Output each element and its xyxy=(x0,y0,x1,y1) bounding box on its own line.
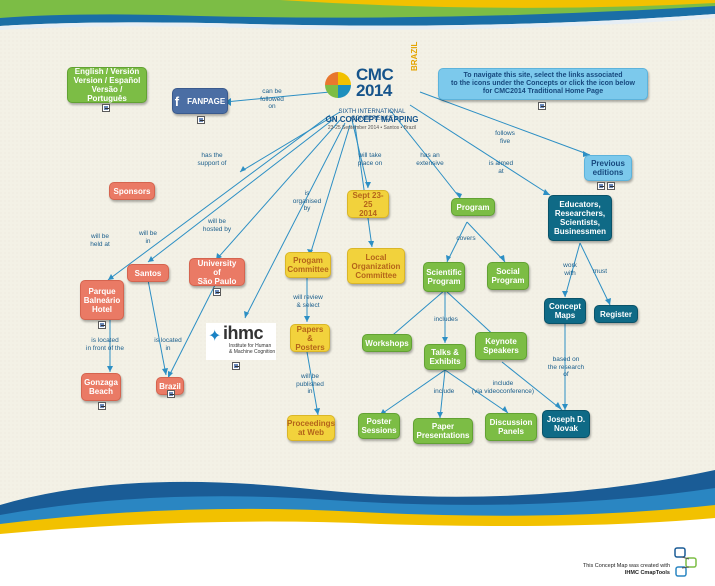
footer-line-1: This Concept Map was created with xyxy=(582,563,670,569)
link-label: is aimed at xyxy=(488,160,514,175)
node-concept-maps[interactable]: Concept Maps xyxy=(544,298,586,324)
node-local-organization[interactable]: Local Organization Committee xyxy=(347,248,405,284)
footer-line-2: IHMC CmapTools xyxy=(624,570,670,576)
facebook-icon: f xyxy=(174,93,180,109)
node-sponsors[interactable]: Sponsors xyxy=(109,182,155,200)
node-navigate-info[interactable]: To navigate this site, select the links … xyxy=(438,68,648,100)
link-icon[interactable] xyxy=(213,288,221,296)
link-label: will be published in xyxy=(296,373,324,395)
node-gonzaga-beach[interactable]: Gonzaga Beach xyxy=(81,373,121,401)
link-label: will take place on xyxy=(357,152,383,167)
logo-date: 23-25 September 2014 • Santos • Brazil xyxy=(327,125,417,131)
link-label: includes xyxy=(434,316,458,323)
link-label: will be hosted by xyxy=(202,218,232,233)
link-label: is organised by xyxy=(292,190,322,212)
node-program[interactable]: Program xyxy=(451,198,495,216)
link-label: will review & select xyxy=(293,294,323,309)
node-sept-dates[interactable]: Sept 23-25 2014 xyxy=(347,190,389,218)
node-keynote-speakers[interactable]: Keynote Speakers xyxy=(475,332,527,360)
node-fanpage[interactable]: f FANPAGE xyxy=(172,88,228,114)
ihmc-figure-icon: ✦ xyxy=(208,326,222,345)
link-label: include xyxy=(433,388,455,395)
link-icon[interactable] xyxy=(232,362,240,370)
node-proceedings[interactable]: Proceedings at Web xyxy=(287,415,335,441)
link-icon[interactable] xyxy=(197,116,205,124)
ihmc-logo[interactable]: ✦ ihmc Institute for Human & Machine Cog… xyxy=(206,323,276,360)
node-register[interactable]: Register xyxy=(594,305,638,323)
link-icon[interactable] xyxy=(597,182,605,190)
link-icon[interactable] xyxy=(167,390,175,398)
logo-circle-icon xyxy=(325,72,351,98)
link-icon[interactable] xyxy=(538,102,546,110)
link-label: will be held at xyxy=(90,233,110,248)
node-previous-editions[interactable]: Previous editions xyxy=(584,155,632,181)
node-scientific-program[interactable]: Scientific Program xyxy=(423,262,465,292)
link-label: work with xyxy=(563,262,577,277)
node-discussion-panels[interactable]: Discussion Panels xyxy=(485,413,537,441)
node-papers-posters[interactable]: Papers & Posters xyxy=(290,324,330,352)
node-languages[interactable]: English / Versión Version / Español Vers… xyxy=(67,67,147,103)
logo-subtitle-2: ON CONCEPT MAPPING xyxy=(325,115,419,124)
fanpage-label: FANPAGE xyxy=(187,96,226,106)
link-label: will be in xyxy=(138,230,158,245)
link-label: covers xyxy=(456,235,476,242)
link-label: can be followed on xyxy=(260,88,284,110)
link-label: has the support of xyxy=(197,152,227,167)
link-icon[interactable] xyxy=(98,402,106,410)
ihmc-wordmark: ihmc xyxy=(223,323,264,343)
node-program-committee[interactable]: Progam Committee xyxy=(285,252,331,278)
node-poster-sessions[interactable]: Poster Sessions xyxy=(358,413,400,439)
node-usp[interactable]: University of São Paulo xyxy=(189,258,245,286)
ihmc-tagline: Institute for Human & Machine Cognition xyxy=(229,343,276,355)
node-workshops[interactable]: Workshops xyxy=(362,334,412,352)
logo-brazil: BRAZIL xyxy=(410,41,419,71)
link-label: follows five xyxy=(495,130,515,145)
link-label: based on the research of xyxy=(547,356,585,378)
link-label: is located in xyxy=(154,337,182,352)
cmaptools-credit: This Concept Map was created with IHMC C… xyxy=(560,563,670,577)
node-educators[interactable]: Educators, Researchers, Scientists, Busi… xyxy=(548,195,612,241)
node-santos[interactable]: Santos xyxy=(127,264,169,282)
node-social-program[interactable]: Social Program xyxy=(487,262,529,290)
link-label: has an extensive xyxy=(416,152,444,167)
link-label: is located in front of the xyxy=(86,337,124,352)
node-parque-hotel[interactable]: Parque Balneário Hotel xyxy=(80,280,124,320)
link-label: must xyxy=(592,268,608,275)
node-joseph-novak[interactable]: Joseph D. Novak xyxy=(542,410,590,438)
cmaptools-logo-icon xyxy=(674,547,697,577)
logo-subtitle-1: SIXTH INTERNATIONAL CONFERENCE xyxy=(338,109,406,122)
link-icon[interactable] xyxy=(102,104,110,112)
link-icon[interactable] xyxy=(607,182,615,190)
link-icon[interactable] xyxy=(98,321,106,329)
node-paper-presentations[interactable]: Paper Presentations xyxy=(413,418,473,444)
node-talks-exhibits[interactable]: Talks & Exhibits xyxy=(424,344,466,370)
link-label: include (via videoconference) xyxy=(471,380,535,395)
